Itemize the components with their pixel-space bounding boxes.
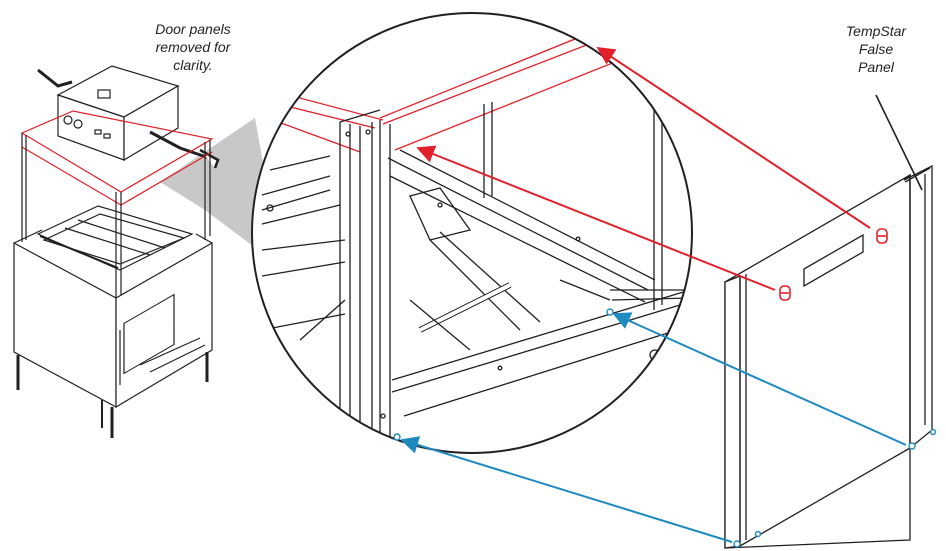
blue-screw-marker [929, 428, 937, 436]
blue-screw-markers [393, 308, 937, 548]
door-panels-note: Door panels removed for clarity. [155, 21, 231, 73]
machine-overview [13, 65, 220, 438]
arrow [416, 145, 776, 291]
false-panel-label: TempStar False Panel [845, 23, 907, 75]
blue-screw-marker [754, 530, 762, 538]
arrow [596, 47, 871, 229]
assembly-arrows [400, 47, 907, 543]
blue-screw-marker [908, 442, 916, 450]
top-frame-highlight [20, 110, 214, 206]
magnifier-lens [251, 12, 693, 454]
blue-screw-marker [393, 433, 401, 441]
blue-screw-marker [733, 540, 741, 548]
blue-screw-marker [606, 308, 614, 316]
false-panel-leader [875, 94, 923, 191]
arrow [400, 436, 733, 543]
false-panel [724, 94, 933, 549]
arrow [612, 312, 907, 446]
magnified-posts [339, 88, 663, 453]
red-slot-markers [779, 228, 888, 301]
control-box [37, 65, 220, 169]
